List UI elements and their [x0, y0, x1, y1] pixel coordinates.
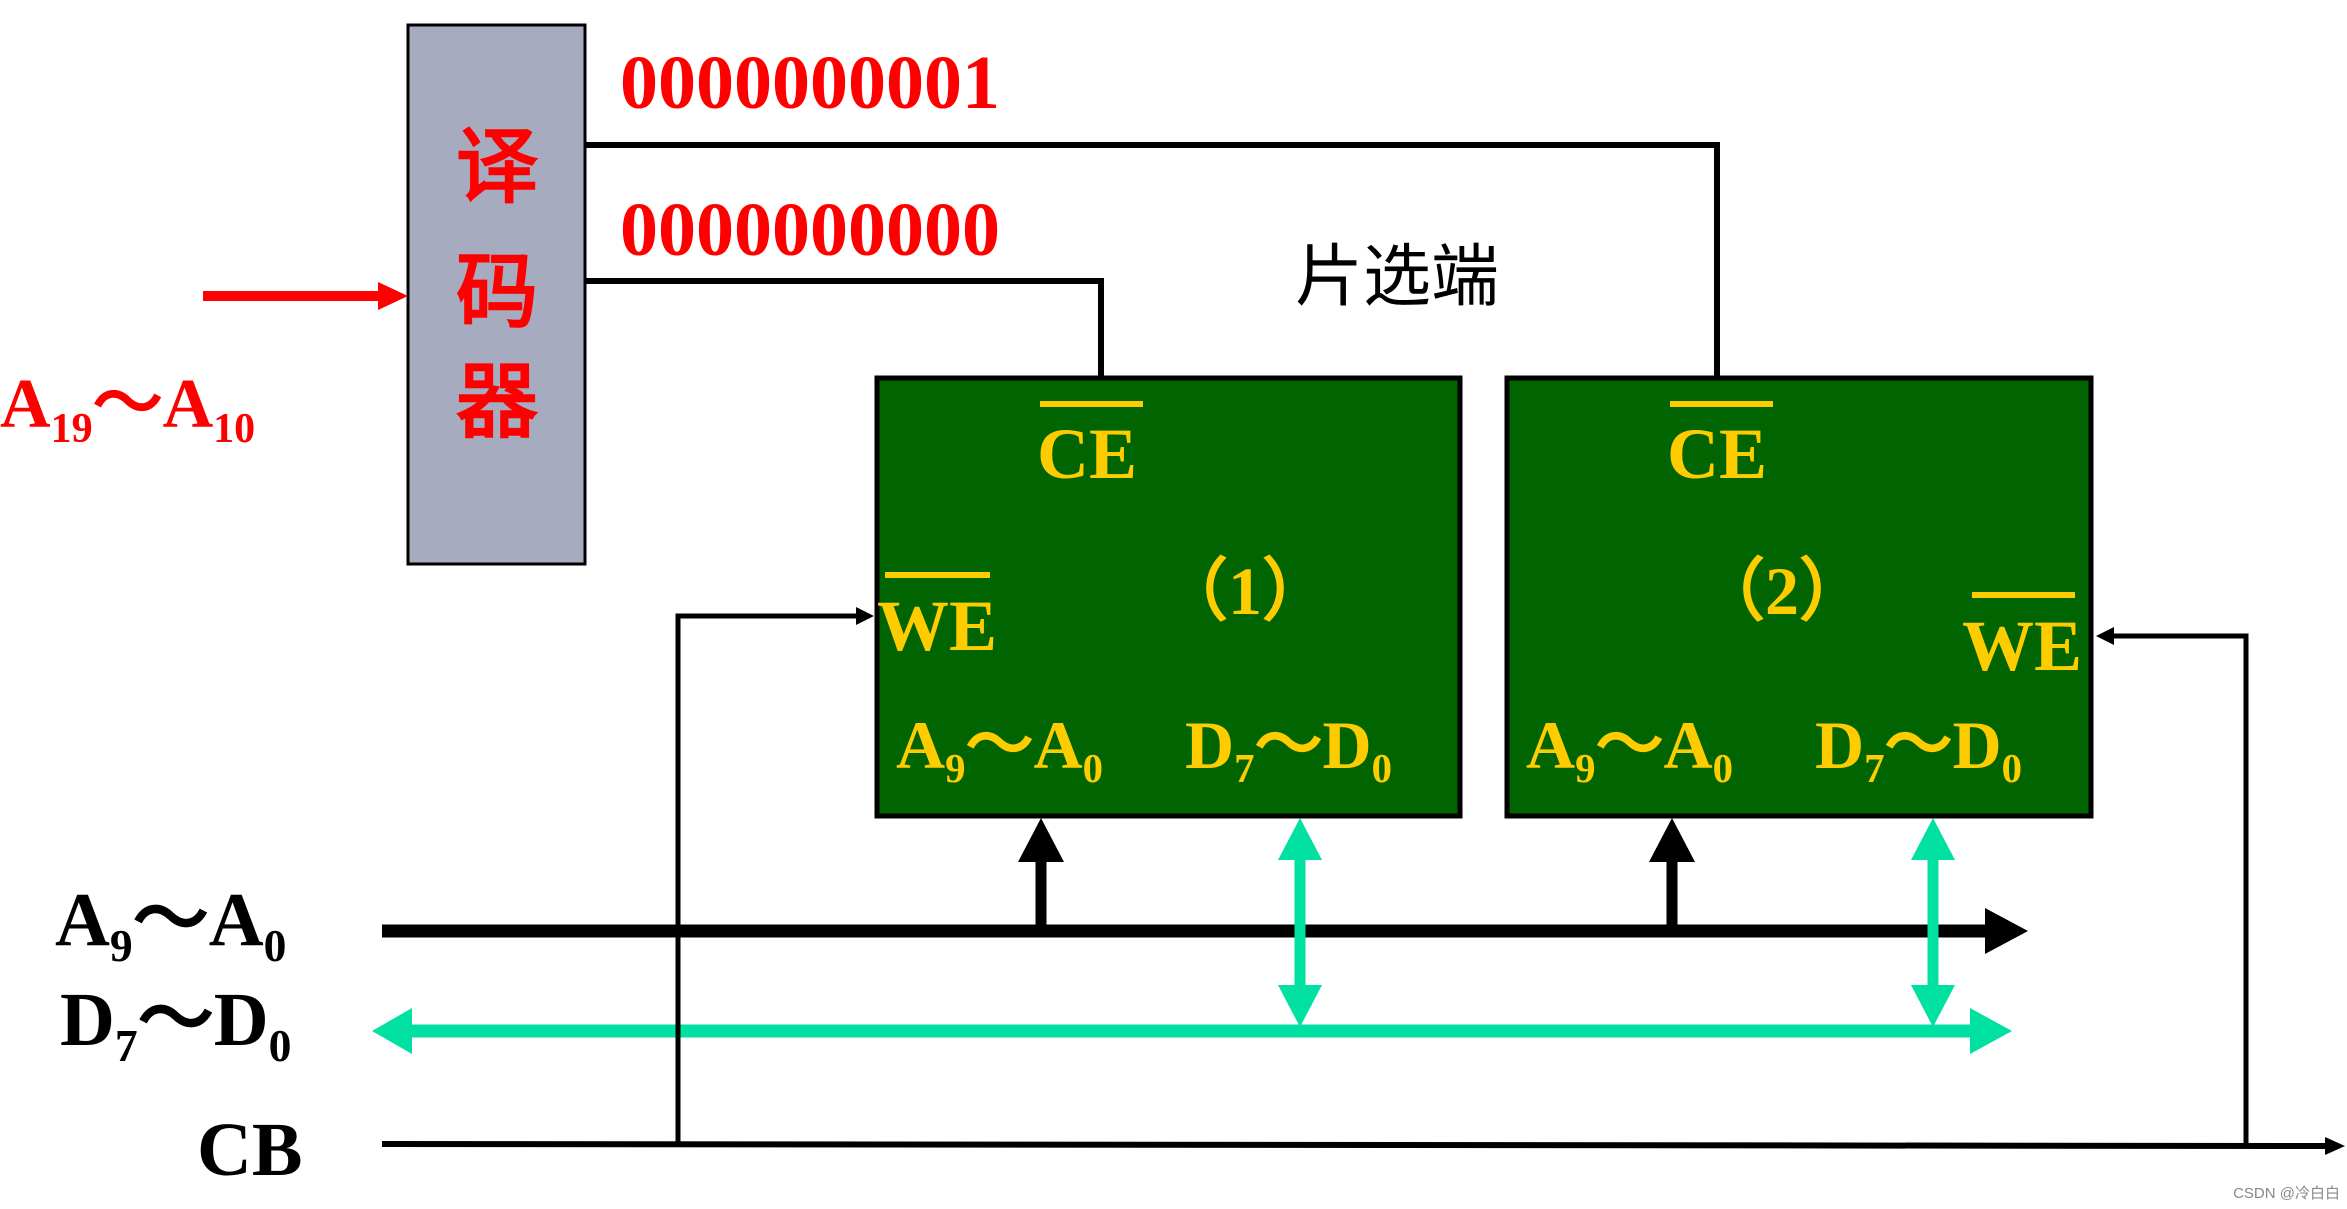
chip-2-data-stub-top-arrowhead: [1911, 818, 1955, 860]
chip-1-ce-label: CE: [1037, 414, 1137, 494]
chip-2-number-label: （2）: [1697, 553, 1867, 629]
chip-1-we-label: WE: [877, 586, 997, 666]
chip-2-we-arrowhead: [2096, 627, 2114, 645]
chip-1-box: [874, 375, 1463, 819]
data-bus-label: D7～D0: [60, 978, 291, 1071]
chip-2-address-pins-label: A9～A0: [1526, 707, 1733, 791]
control-bus-label: CB: [197, 1108, 303, 1192]
decoder-label-char-2: 码: [456, 247, 538, 338]
chip-1-data-stub-bottom-arrowhead: [1278, 985, 1322, 1027]
chip-1-data-stub-top-arrowhead: [1278, 818, 1322, 860]
data-bus-left-arrowhead: [372, 1008, 412, 1054]
chip-2-ce-label: CE: [1667, 414, 1767, 494]
address-bus-label: A9～A0: [55, 878, 286, 971]
decoder-input-arrowhead: [378, 282, 408, 310]
chip-1-we-wire: [675, 613, 860, 1144]
chip-2-data-pins-label: D7～D0: [1815, 707, 2022, 791]
chip-1-number-label: （1）: [1160, 553, 1330, 629]
decoder-box: [406, 23, 587, 566]
decoder-label-char-1: 译: [456, 122, 539, 213]
decoder-label-char-3: 器: [456, 357, 539, 448]
chip-1-address-pins-label: A9～A0: [896, 707, 1103, 791]
control-bus-line: [381, 1141, 2333, 1149]
chip-2-address-stub-arrowhead: [1649, 818, 1695, 862]
data-bus-right-arrowhead: [1970, 1008, 2012, 1054]
chip-1-address-stub-arrowhead: [1018, 818, 1064, 862]
chip-1-data-pins-label: D7～D0: [1185, 707, 1392, 791]
chip-1-we-arrowhead: [856, 607, 874, 625]
decoder-input-label: A19～A10: [0, 366, 255, 452]
decoder-output-1-label: 0000000001: [620, 41, 1000, 125]
chip-select-wire-1: [585, 278, 1104, 378]
control-bus-arrowhead: [2325, 1137, 2345, 1155]
address-bus-arrowhead: [1985, 908, 2028, 954]
watermark: CSDN @冷白白: [2233, 1185, 2340, 1202]
chip-2-we-label: WE: [1962, 606, 2082, 686]
chip-select-wire-2: [585, 142, 1720, 378]
chip-2-data-stub-bottom-arrowhead: [1911, 985, 1955, 1027]
decoder-output-0-label: 0000000000: [620, 188, 1000, 272]
chip-select-label: 片选端: [1295, 238, 1499, 317]
chip-2-we-wire: [2110, 633, 2249, 1144]
